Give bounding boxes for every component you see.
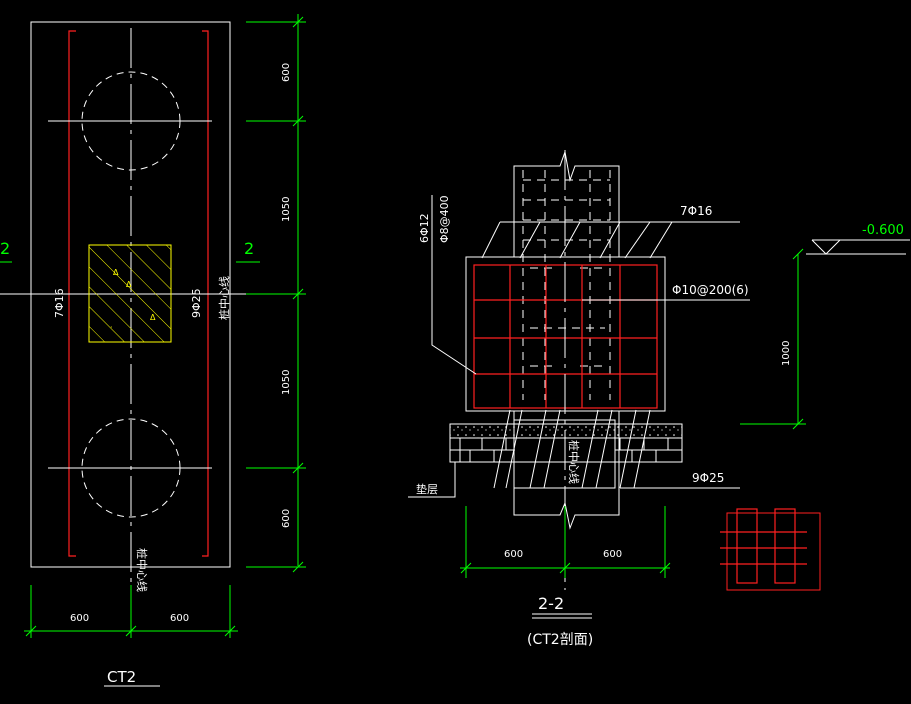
plan-dim-v4: 600 [281,509,292,528]
section-title: 2-2 [538,594,564,613]
section-dim-h2: 600 [603,549,622,560]
plan-dim-h2: 600 [170,613,189,624]
svg-text:Δ: Δ [150,313,156,322]
plan-dim-horizontal [24,585,238,638]
plan-dim-v2: 1050 [281,197,292,222]
section-mark-right: 2 [244,239,254,258]
plan-dim-v3: 1050 [281,370,292,395]
column-aggregate: Δ Δ · Δ [110,268,156,332]
section-piles [449,419,683,489]
svg-text:Δ: Δ [126,280,132,289]
svg-text:·: · [110,323,113,332]
section-pile-center-label: 桩中心线 [567,440,581,484]
plan-view: Δ Δ · Δ 2 2 7Φ16 9Φ25 桩中心线 桩中心线 [0,14,306,687]
detail-outline [726,512,821,591]
section-mark-left: 2 [0,239,10,258]
plan-dim-v1: 600 [281,63,292,82]
plan-rebar-left-label: 7Φ16 [53,288,66,318]
svg-text:Δ: Δ [113,268,119,277]
plan-centerline-label-v: 桩中心线 [135,548,149,592]
section-dim-vertical [740,248,806,430]
section-dim-h1: 600 [504,549,523,560]
rebar-detail [720,508,821,591]
column-dashed-bars [522,170,611,400]
column-section [88,244,172,343]
section-column [513,150,620,530]
pile-rebars [481,221,673,489]
plan-dim-vertical [246,14,306,573]
section-label-6phi12: 6Φ12 [418,213,431,243]
section-leaders [408,195,750,498]
plan-centerline-label-h: 桩中心线 [217,276,231,320]
plan-title: CT2 [107,668,136,686]
section-label-9phi25: 9Φ25 [692,471,724,485]
plan-dim-h1: 600 [70,613,89,624]
section-label-stirrup: Φ10@200(6) [672,283,749,297]
section-view: 桩中心线 6Φ12 Φ8@400 7Φ16 Φ10@200(6) 9Φ25 垫层… [408,150,910,648]
plan-rebar-right-label: 9Φ25 [190,288,203,318]
section-label-phi8: Φ8@400 [438,195,451,243]
section-dim-height: 1000 [781,341,792,366]
elevation-marker [806,239,910,255]
section-dim-horizontal [460,506,671,578]
elevation-label: -0.600 [862,223,904,238]
pile-axes [48,120,212,469]
section-label-7phi16: 7Φ16 [680,204,712,218]
section-label-cushion: 垫层 [416,482,438,496]
section-subtitle: (CT2剖面) [527,632,593,648]
